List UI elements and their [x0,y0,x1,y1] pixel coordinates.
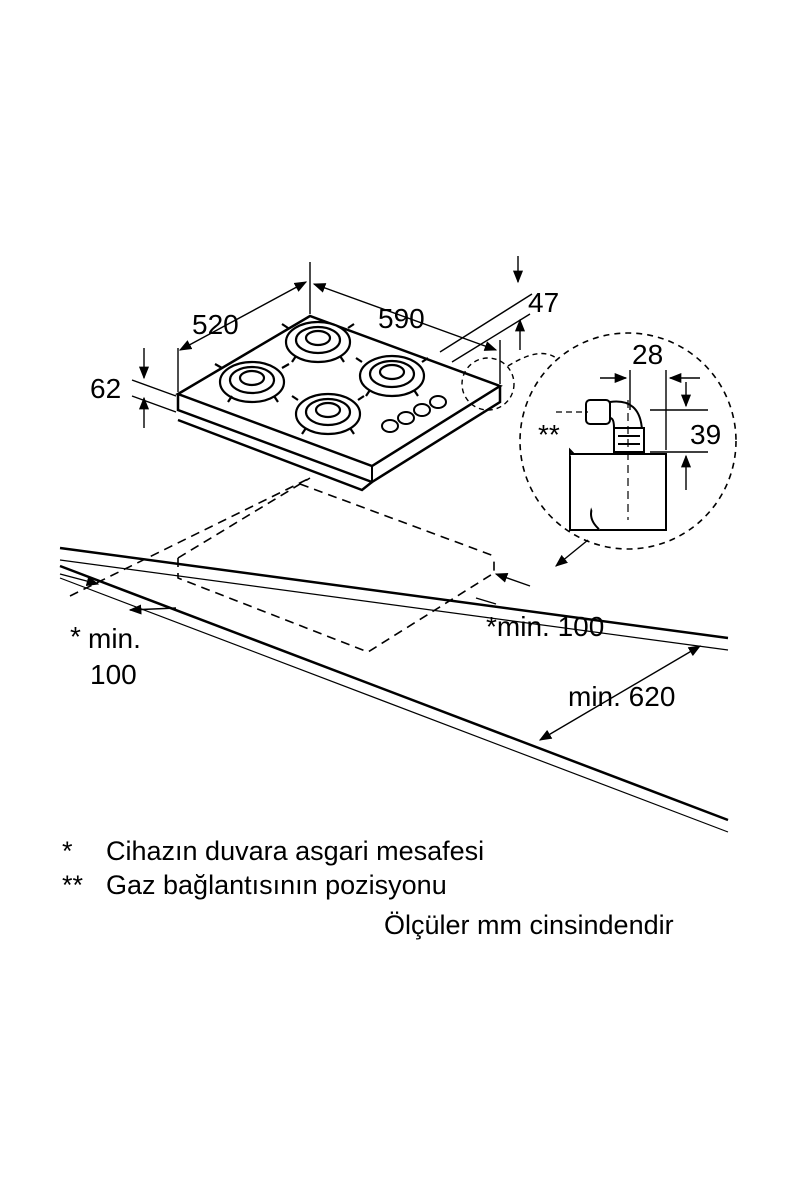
legend-text-1: Cihazın duvara asgari mesafesi [106,836,485,866]
legend-mark-2: ** [62,870,84,900]
clearance-right-label: *min. 100 [486,611,604,642]
dimension-width [177,262,311,392]
cutout-back [299,483,495,557]
countertop-back-edge-inner [59,559,729,651]
control-knobs [381,395,447,433]
clearance-left-star: * [70,621,81,652]
countertop-depth-label: min. 620 [568,681,675,712]
gas-y-label: 39 [690,419,721,450]
cutout-front [177,556,495,653]
knob-icon [413,403,431,417]
burner-front-left [291,392,365,436]
clearance-right [475,573,531,605]
dimension-width-label: 520 [192,309,239,340]
gas-callout-source [461,357,515,411]
burner-front-right [355,354,429,398]
dimension-height [131,348,177,428]
legend-line-2: ** Gaz bağlantısının pozisyonu [62,870,447,901]
units-note: Ölçüler mm cinsindendir [384,910,674,940]
cutout-left-projection [177,477,311,559]
gas-callout-leader [507,352,557,367]
clearance-left-value: 100 [90,659,137,690]
dimension-height-label: 62 [90,373,121,404]
hob-bottom [177,418,373,492]
clearance-left-min: min. [88,623,141,654]
gas-detail-pointer [555,539,589,567]
legend-line-1: * Cihazın duvara asgari mesafesi [62,836,484,867]
legend-text-2: Gaz bağlantısının pozisyonu [106,870,447,900]
clearance-left [59,573,177,615]
burner-back-left [214,360,290,404]
knob-icon [397,411,415,425]
countertop-front-edge-inner [59,577,729,833]
countertop-depth-dimension [538,645,702,741]
dimension-length-label: 590 [378,303,425,334]
knob-icon [429,395,447,409]
legend-mark-1: * [62,836,73,866]
gas-fitting [556,399,667,531]
gas-marker-label: ** [538,419,560,450]
dimension-length [312,283,501,384]
cutout-side-projection [69,477,311,597]
dimension-depth [439,256,533,363]
knob-icon [381,419,399,433]
countertop-back-edge [59,546,729,640]
gas-dimensions [600,370,708,490]
gas-x-label: 28 [632,339,663,370]
dimension-depth-label: 47 [528,287,559,318]
cutout-outline [69,477,495,653]
